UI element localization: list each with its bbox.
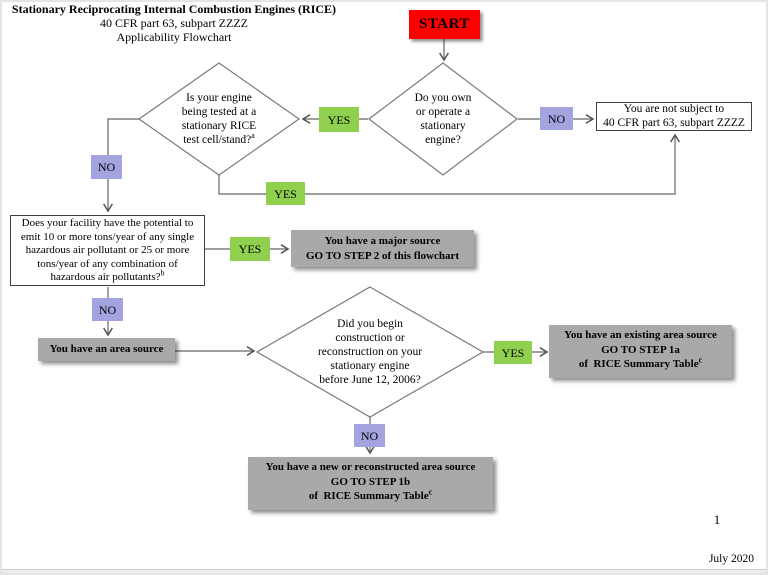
result-existing-area-source-box: You have an existing area source GO TO S… — [549, 325, 732, 378]
result-area-source-box: You have an area source — [38, 338, 175, 361]
connector-test-yes-to-notsubject — [219, 133, 680, 194]
decision-own-engine-diamond — [369, 63, 517, 175]
footer-date: July 2020 — [708, 553, 754, 565]
no-label-potential-to-area: NO — [92, 298, 123, 321]
result-major-source-box: You have a major source GO TO STEP 2 of … — [291, 230, 474, 267]
footnote-c: c — [698, 355, 703, 365]
decision-construction-date-text: Did you begin construction or reconstruc… — [317, 318, 423, 386]
footnote-c: c — [428, 487, 433, 497]
yes-label-construction-to-existing: YES — [494, 341, 532, 364]
doc-subtitle: 40 CFR part 63, subpart ZZZZ Applicabili… — [100, 16, 248, 44]
start-node: START — [409, 10, 480, 39]
question-potential-to-emit-box: Does your facility have the potential to… — [10, 215, 205, 286]
doc-title: Stationary Reciprocating Internal Combus… — [11, 2, 337, 16]
page-bottom-edge — [2, 569, 766, 573]
result-new-area-source-box: You have a new or reconstructed area sou… — [248, 457, 493, 510]
footnote-a: a — [251, 131, 255, 141]
decision-test-cell-text: Is your engine being tested at a station… — [181, 92, 257, 146]
connector-test-no-to-potential — [103, 119, 139, 213]
yes-label-own-to-test: YES — [319, 107, 359, 132]
yes-label-potential-to-major: YES — [230, 237, 270, 261]
no-label-own-to-notsubject: NO — [540, 107, 573, 130]
decision-own-engine-text: Do you own or operate a stationary engin… — [414, 92, 472, 146]
no-label-construction-to-new: NO — [354, 424, 385, 447]
title-block: Stationary Reciprocating Internal Combus… — [2, 2, 346, 44]
result-not-subject-box: You are not subject to 40 CFR part 63, s… — [596, 102, 752, 131]
footnote-b: b — [160, 268, 165, 278]
yes-label-test-to-notsubject: YES — [266, 182, 305, 205]
no-label-test-to-potential: NO — [91, 155, 122, 179]
page-number: 1 — [713, 512, 721, 527]
